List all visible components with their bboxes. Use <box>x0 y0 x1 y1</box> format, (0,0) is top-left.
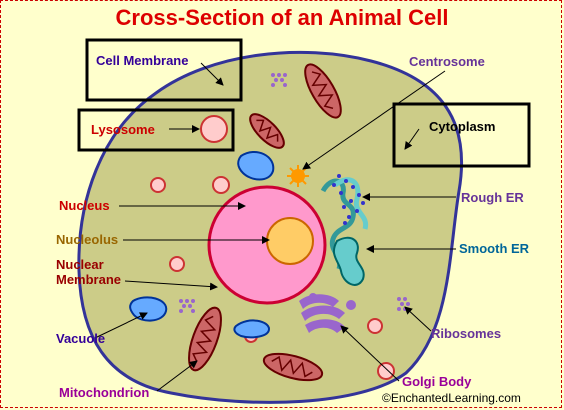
mitochondrion-shape <box>304 63 342 119</box>
lysosome-shape <box>200 115 228 143</box>
vesicle <box>377 362 395 380</box>
label-nucleus: Nucleus <box>59 198 110 213</box>
vacuole-shape <box>129 296 168 322</box>
label-cell-membrane: Cell Membrane <box>96 53 189 68</box>
lysosome-label-box <box>77 108 235 152</box>
nucleolus-shape <box>266 217 314 265</box>
vacuole-shape <box>233 319 271 339</box>
centrosome-shape <box>287 165 309 187</box>
diagram-title: Cross-Section of an Animal Cell <box>115 5 449 30</box>
label-ribosomes: Ribosomes <box>431 326 502 341</box>
label-golgi-body: Golgi Body <box>402 374 472 389</box>
label-rough-er: Rough ER <box>461 190 524 205</box>
smooth-er-shape <box>332 236 365 286</box>
vesicle <box>212 176 230 194</box>
leader-centrosome <box>302 70 446 170</box>
leader-cell-membrane <box>200 62 224 86</box>
leader-cytoplasm <box>404 128 420 150</box>
copyright-text[interactable]: ©EnchantedLearning.com <box>382 391 521 405</box>
leader-nuclear-membrane <box>124 280 218 291</box>
vesicle <box>169 256 185 272</box>
leader-ribosomes <box>404 306 432 332</box>
cytoplasm-label-box <box>392 102 531 168</box>
label-nucleolus: Nucleolus <box>56 232 119 247</box>
mitochondrion-shape <box>262 352 324 382</box>
leader-golgi-body <box>340 325 400 382</box>
leader-mitochondrion <box>156 360 198 392</box>
vesicle <box>150 177 166 193</box>
label-centrosome: Centrosome <box>409 54 485 69</box>
cell-membrane-label-box <box>85 38 243 102</box>
mitochondrion-shape <box>249 113 285 149</box>
vesicle <box>367 318 383 334</box>
ribosome-cluster <box>179 73 410 313</box>
label-nuclear-membrane: Nuclear Membrane <box>56 257 122 287</box>
label-vacuole: Vacuole <box>56 331 106 346</box>
label-smooth-er: Smooth ER <box>459 241 530 256</box>
label-lysosome: Lysosome <box>91 122 155 137</box>
golgi-body-shape <box>299 293 356 333</box>
vacuole-shape <box>237 151 275 181</box>
mitochondrion-shape <box>188 306 222 372</box>
label-mitochondrion: Mitochondrion <box>59 385 150 400</box>
leader-vacuole <box>94 312 148 339</box>
label-cytoplasm: Cytoplasm <box>429 119 496 134</box>
